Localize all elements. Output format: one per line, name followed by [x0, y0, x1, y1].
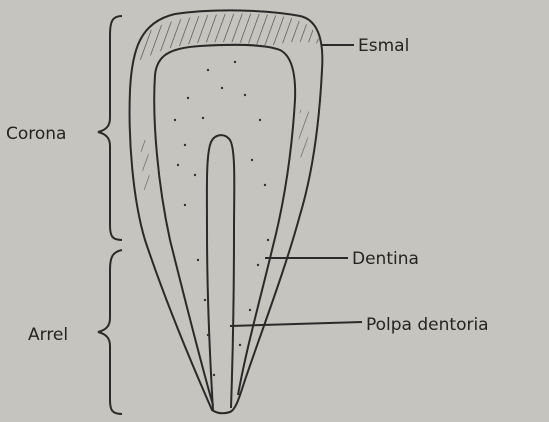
pulp-canal — [207, 135, 234, 410]
enamel-side-hatching — [140, 140, 150, 190]
dentin-outline — [154, 45, 295, 405]
corona-brace — [98, 16, 122, 240]
dentin-dots — [174, 61, 269, 376]
leader-polpa — [230, 322, 362, 326]
arrel-brace — [98, 250, 122, 414]
label-polpa: Polpa dentoria — [366, 315, 489, 335]
label-dentina: Dentina — [352, 249, 419, 269]
enamel-side-hatching-right — [298, 110, 310, 160]
label-arrel: Arrel — [28, 325, 68, 345]
label-corona: Corona — [6, 124, 66, 144]
label-esmalte: Esmal — [358, 36, 409, 56]
